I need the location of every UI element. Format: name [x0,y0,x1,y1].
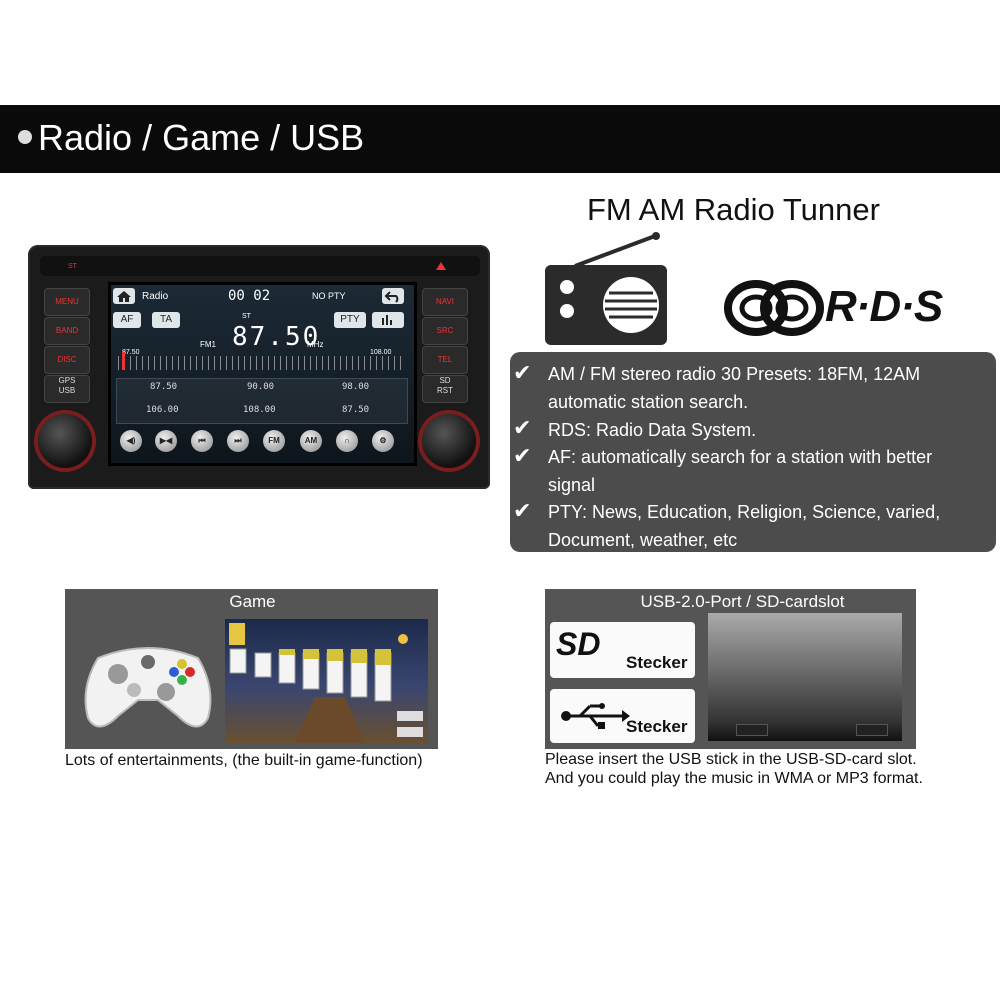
stereo-gps-usb-button: GPS USB [44,375,90,403]
af-button: AF [113,312,141,328]
st-indicator: ST [242,313,251,320]
spec-line: AM / FM stereo radio 30 Presets: 18FM, 1… [548,364,921,384]
spec-line: signal [548,475,596,495]
solitaire-game-screenshot [225,619,428,743]
sd-stecker-card [550,622,695,678]
stereo-sd-rst-button: SD RST [422,375,468,403]
mute-control-icon: ◀) [120,430,142,452]
bullet-icon [18,130,32,144]
stereo-disc-button: DISC [44,346,90,374]
preset-1: 87.50 [150,382,178,392]
screen-pty-status: NO PTY [312,291,346,301]
scale-max-label: 108.00 [370,349,392,356]
check-icon: ✔ [513,416,532,441]
tune-knob [422,414,476,468]
usb-caption-line: Please insert the USB stick in the USB-S… [545,751,917,768]
check-icon: ✔ [513,361,532,386]
gps-slot [736,724,768,736]
usb-caption-line: And you could play the music in WMA or M… [545,770,923,787]
frequency-needle [122,352,125,370]
rds-logo-text: R·D·S [825,282,943,331]
usb-sd-slot-photo [708,613,902,741]
back-icon [382,288,404,304]
stereo-top-label: ST [68,263,77,270]
page-title: Radio / Game / USB [38,117,365,158]
spec-line: PTY: News, Education, Religion, Science,… [548,502,941,522]
preset-6: 87.50 [342,405,370,415]
frequency-display: 87.50 [232,322,321,352]
game-caption: Lots of entertainments, (the built-in ga… [65,752,423,769]
feature-spec-box [510,352,996,552]
eject-icon [436,262,446,270]
screen-radio-label: Radio [142,291,169,302]
sd-stecker-label: Stecker [626,653,688,672]
stereo-tel-button: TEL [422,346,468,374]
preset-4: 106.00 [146,405,179,415]
ta-button: TA [152,312,180,328]
fm-control-button: FM [263,430,285,452]
stereo-navi-button: NAVI [422,288,468,316]
radio-icon [545,265,667,345]
preset-3: 98.00 [342,382,370,392]
scan-control-icon: ∩ [336,430,358,452]
frequency-scale [118,356,403,370]
game-controller-icon [78,628,218,738]
check-icon: ✔ [513,444,532,469]
rds-logo-icon [724,278,824,338]
spec-line: AF: automatically search for a station w… [548,447,933,467]
preset-5: 108.00 [243,405,276,415]
usb-stecker-label: Stecker [626,717,688,736]
pty-button: PTY [334,312,366,328]
volume-knob [38,414,92,468]
spec-line: Document, weather, etc [548,530,738,550]
settings-control-icon: ⚙ [372,430,394,452]
sd-logo-icon: SD [556,626,601,662]
usb-panel-title: USB-2.0-Port / SD-cardslot [640,592,845,611]
check-icon: ✔ [513,499,532,524]
stereo-band-button: BAND [44,317,90,345]
prev-control-icon: ⏮ [191,430,213,452]
sd-slot [856,724,888,736]
antenna-icon [570,232,665,268]
band-label: FM1 [200,340,216,349]
stereo-src-button: SRC [422,317,468,345]
usb-symbol-icon [560,700,630,732]
game-panel-title: Game [229,592,276,611]
home-icon [113,288,135,304]
feature-title: FM AM Radio Tunner [587,192,880,227]
spec-line: automatic station search. [548,392,749,412]
stereo-menu-button: MENU [44,288,90,316]
preset-grid [116,378,408,424]
seek-control-icon: ▶◀ [155,430,177,452]
next-control-icon: ⏭ [227,430,249,452]
scale-min-label: 87.50 [122,349,140,356]
header-bar [0,105,1000,173]
screen-clock: 00 02 [228,288,271,304]
equalizer-icon [372,312,404,328]
stereo-top-bar [40,256,480,276]
preset-2: 90.00 [247,382,275,392]
spec-line: RDS: Radio Data System. [548,420,757,440]
frequency-unit: MHz [307,340,324,349]
am-control-button: AM [300,430,322,452]
